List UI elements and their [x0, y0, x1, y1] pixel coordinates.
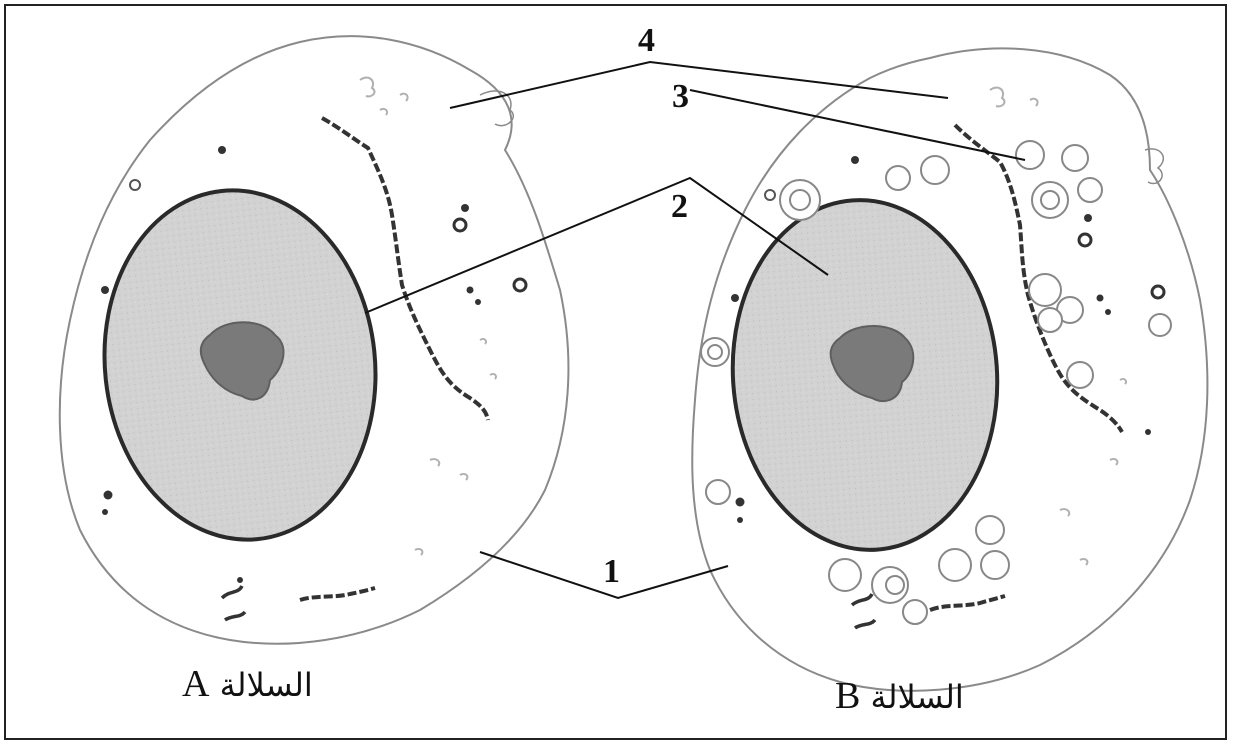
caption-strain-b-letter: B	[835, 675, 860, 717]
label-1: 1	[603, 555, 620, 589]
label-4: 4	[638, 24, 655, 58]
cell-b-granule	[737, 517, 743, 523]
cell-b-granule	[1084, 214, 1092, 222]
label-3: 3	[672, 80, 689, 114]
caption-strain-b: B السلالة	[835, 677, 964, 715]
cell-a-granule	[102, 509, 108, 515]
caption-strain-a: A السلالة	[182, 665, 313, 703]
cell-a-granule	[475, 299, 481, 305]
caption-strain-b-word: السلالة	[871, 678, 964, 716]
cell-a	[60, 36, 569, 644]
cell-a-granule	[467, 287, 474, 294]
cell-a-granule	[104, 491, 113, 500]
cell-b-granule	[1145, 429, 1151, 435]
cell-b-granule	[851, 156, 859, 164]
cell-b-granule	[736, 498, 745, 507]
label-2: 2	[671, 190, 688, 224]
cell-b-granule	[1097, 295, 1104, 302]
cell-a-granule	[218, 146, 226, 154]
caption-strain-a-letter: A	[182, 663, 209, 705]
cell-b-granule	[1105, 309, 1111, 315]
caption-strain-a-word: السلالة	[220, 666, 313, 704]
cell-a-granule	[237, 577, 243, 583]
cell-b-granule	[731, 294, 739, 302]
cell-a-granule	[101, 286, 109, 294]
cell-a-granule	[461, 204, 469, 212]
